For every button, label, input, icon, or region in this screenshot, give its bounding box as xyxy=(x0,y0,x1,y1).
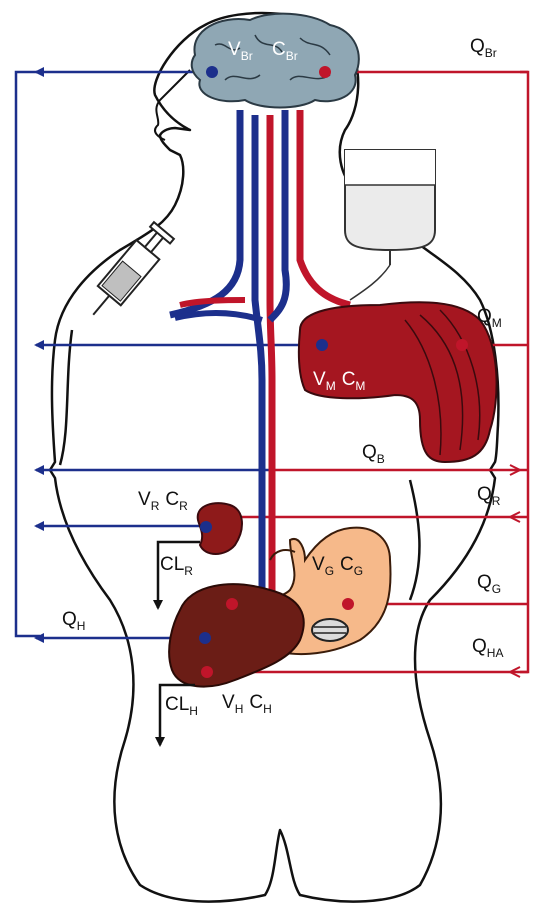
brain-vein-dot xyxy=(206,66,218,78)
label-q-brain: QBr xyxy=(470,36,497,60)
right-arm-line xyxy=(410,480,419,600)
label-q-kidney: QR xyxy=(477,484,501,508)
kidney-vein-dot xyxy=(200,521,212,533)
label-cl-hepatic: CLH xyxy=(165,694,198,718)
muscle-artery-dot xyxy=(456,339,468,351)
syringe-icon xyxy=(82,221,176,325)
left-arm-line xyxy=(60,330,72,465)
label-q-bone: QB xyxy=(362,442,385,466)
label-q-hepatic-artery: QHA xyxy=(472,636,503,660)
muscle-vein-dot xyxy=(316,339,328,351)
brain-organ xyxy=(192,14,359,108)
label-q-hepatic-out: QH xyxy=(62,609,85,633)
gut-artery-dot xyxy=(342,598,354,610)
subclavian-vein xyxy=(175,313,262,320)
liver-artery-dot xyxy=(226,598,238,610)
brain-vein-left xyxy=(170,110,240,315)
label-q-gut: QG xyxy=(477,572,501,596)
pill-icon xyxy=(312,619,348,641)
label-cl-renal: CLR xyxy=(160,554,193,578)
vena-cava xyxy=(255,115,262,600)
brain-artery-dot xyxy=(319,66,331,78)
label-q-muscle: QM xyxy=(477,306,502,330)
liver-hepatic-artery-dot xyxy=(201,666,213,678)
aorta xyxy=(270,115,272,600)
arterial-frame-right xyxy=(520,72,528,672)
iv-bag-icon xyxy=(345,150,435,300)
venous-frame-left xyxy=(16,72,40,636)
liver-vein-dot xyxy=(199,632,211,644)
